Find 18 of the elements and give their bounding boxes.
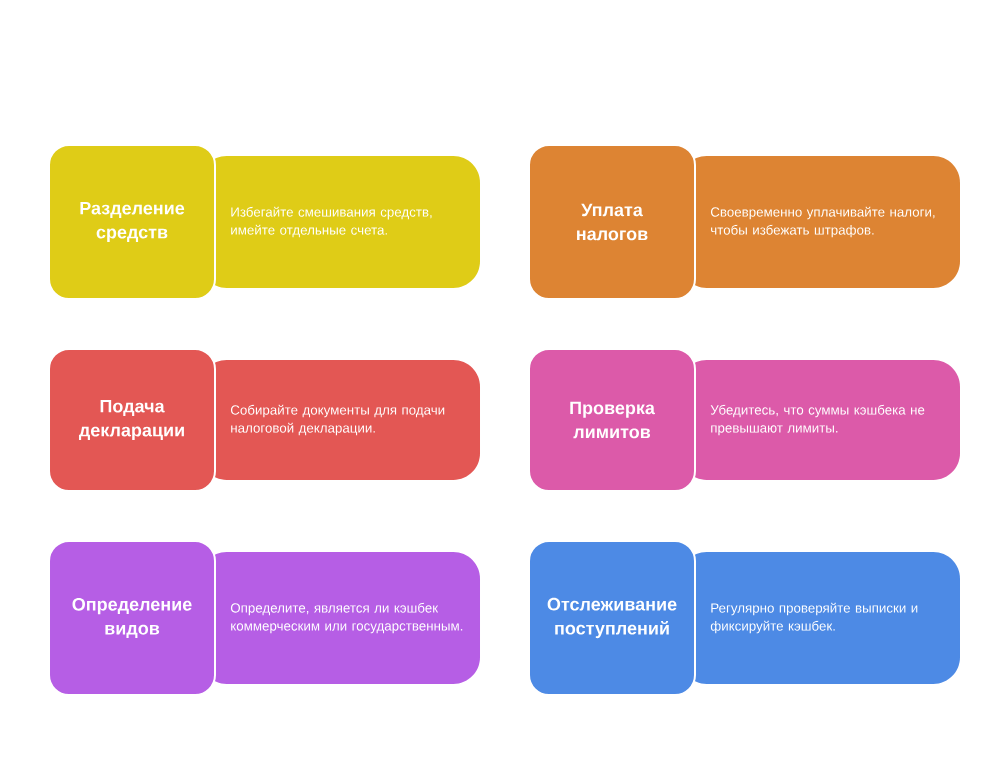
node-label: Определите, является ли кэшбек коммерческим или государственным.	[230, 602, 463, 634]
heading-box: Уплата налогов	[528, 144, 696, 300]
node-label: Своевременно уплачивайте налоги, чтобы избежать штрафов.	[710, 206, 935, 238]
node-label: Убедитесь, что суммы кэшбека не превышают лимиты.	[710, 404, 925, 436]
description-box: Убедитесь, что суммы кэшбека не превышают лимиты.	[680, 360, 960, 480]
heading-box: Определение видов	[48, 540, 216, 696]
heading-box: Отслеживание поступлений	[528, 540, 696, 696]
heading-box: Разделение средств	[48, 144, 216, 300]
description-box: Определите, является ли кэшбек коммерческим или государственным.	[200, 552, 480, 684]
description-box: Регулярно проверяйте выписки и фиксируйте кэшбек.	[680, 552, 960, 684]
node-label: Избегайте смешивания средств, имейте отдельные счета.	[231, 206, 432, 238]
description-box: Избегайте смешивания средств, имейте отдельные счета.	[200, 156, 480, 288]
node-label: Регулярно проверяйте выписки и фиксируйте кэшбек.	[710, 602, 918, 634]
description-box: Своевременно уплачивайте налоги, чтобы избежать штрафов.	[680, 156, 960, 288]
description-box: Собирайте документы для подачи налоговой декларации.	[200, 360, 480, 480]
heading-box: Проверка лимитов	[528, 348, 696, 492]
heading-box: Подача декларации	[48, 348, 216, 492]
node-label: Собирайте документы для подачи налоговой декларации.	[230, 404, 445, 436]
